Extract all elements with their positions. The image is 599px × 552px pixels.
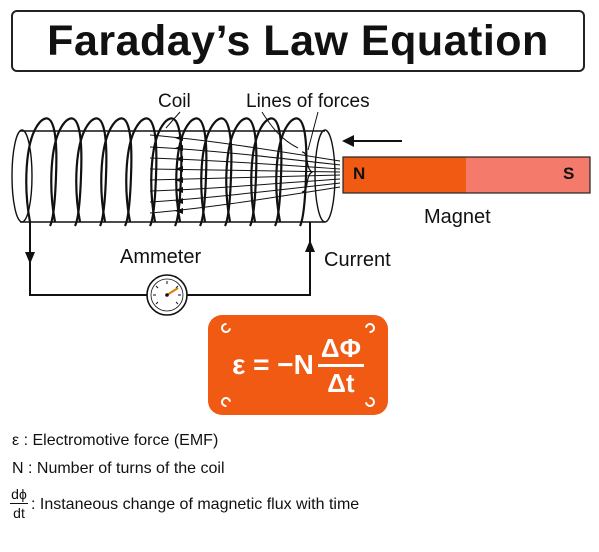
bar-magnet bbox=[342, 156, 591, 194]
lines-of-forces-leader bbox=[261, 111, 299, 149]
lines-of-force bbox=[149, 134, 341, 214]
coil-cylinder bbox=[11, 129, 336, 223]
legend-flux-denominator: dt bbox=[13, 505, 25, 521]
coil-windings bbox=[25, 117, 308, 227]
motion-arrow bbox=[342, 135, 402, 147]
legend-fraction-bar bbox=[10, 503, 28, 504]
legend-turns: N : Number of turns of the coil bbox=[12, 460, 225, 477]
legend-flux-fraction: dϕ dt bbox=[10, 486, 28, 521]
equation-denominator: Δt bbox=[327, 367, 355, 398]
flux-arrowheads bbox=[175, 135, 183, 214]
page-title: Faraday’s Law Equation bbox=[47, 16, 549, 65]
fraction-bar bbox=[317, 363, 364, 367]
equation-numerator: ΔΦ bbox=[320, 332, 361, 363]
current-arrow-up bbox=[305, 240, 315, 252]
legend-flux: : Instaneous change of magnetic flux wit… bbox=[31, 496, 360, 513]
legend-emf: ε : Electromotive force (EMF) bbox=[12, 432, 219, 449]
equation-fraction: ΔΦ Δt bbox=[317, 332, 364, 398]
ammeter-label: Ammeter bbox=[120, 246, 202, 268]
magnet-north-label: N bbox=[353, 164, 366, 183]
equation-box: ε = −N ΔΦ Δt bbox=[208, 315, 388, 415]
magnet-south-label: S bbox=[563, 164, 575, 183]
current-label: Current bbox=[324, 249, 391, 271]
coil-label: Coil bbox=[158, 91, 191, 112]
lines-of-forces-leader-2 bbox=[307, 111, 319, 151]
coil-leader bbox=[165, 111, 181, 129]
current-arrow-down bbox=[25, 252, 35, 264]
equation-lhs: ε = −N bbox=[232, 349, 314, 380]
faraday-equation: ε = −N ΔΦ Δt bbox=[208, 315, 388, 415]
lines-of-forces-label: Lines of forces bbox=[246, 91, 370, 112]
magnet-label: Magnet bbox=[424, 206, 491, 228]
legend-flux-numerator: dϕ bbox=[11, 486, 27, 502]
field-brace bbox=[301, 151, 314, 193]
ammeter-dial bbox=[146, 274, 188, 316]
title-box: Faraday’s Law Equation bbox=[11, 10, 585, 72]
